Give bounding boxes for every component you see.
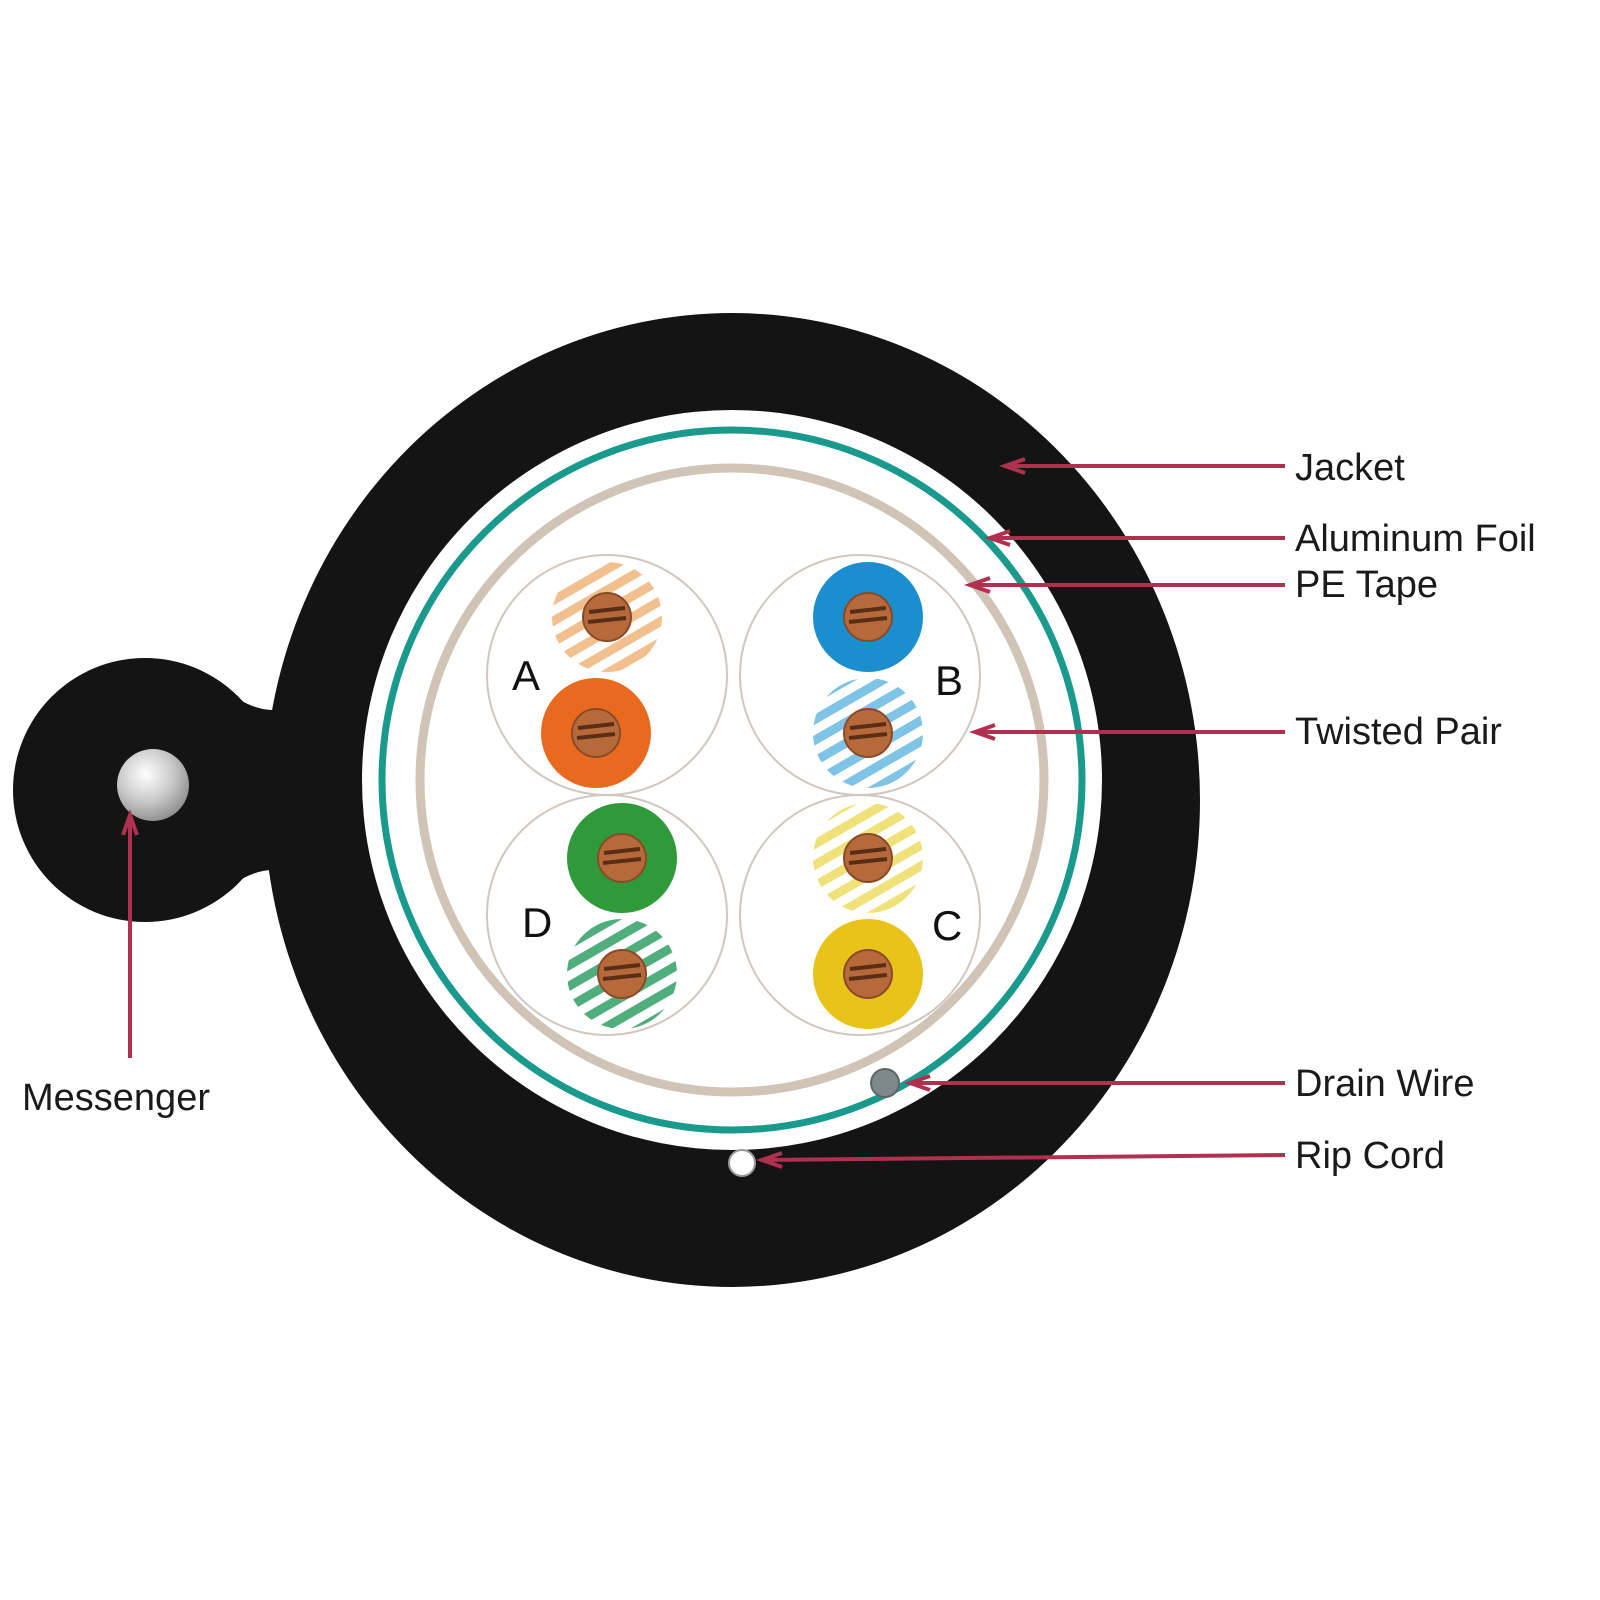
copper-core	[843, 949, 893, 999]
arrow-pe-tape	[963, 576, 991, 594]
pair-outline-d	[486, 794, 728, 1036]
label-drain-wire: Drain Wire	[1295, 1063, 1474, 1105]
arrow-jacket	[998, 457, 1026, 475]
leader-rip-cord	[761, 1153, 1286, 1162]
copper-core	[843, 592, 893, 642]
arrow-messenger	[121, 808, 139, 836]
pair-label-b: B	[935, 657, 963, 704]
pe-tape-layer	[415, 463, 1049, 1097]
leader-lines	[121, 457, 1286, 1169]
aluminum-foil-layer	[378, 426, 1086, 1134]
label-jacket: Jacket	[1295, 447, 1405, 489]
copper-core	[843, 708, 893, 758]
pair-label-c: C	[932, 902, 962, 949]
copper-core	[582, 592, 632, 642]
label-pe-tape: PE Tape	[1295, 564, 1438, 606]
arrow-aluminum-foil	[983, 529, 1011, 547]
arrow-twisted-pair	[968, 723, 996, 741]
label-twisted-pair: Twisted Pair	[1295, 711, 1502, 753]
pair-label-a: A	[512, 652, 540, 699]
copper-cores	[571, 592, 893, 999]
drain-wire	[870, 1068, 900, 1098]
label-messenger: Messenger	[22, 1077, 210, 1119]
arrow-rip-cord	[755, 1151, 783, 1169]
label-rip-cord: Rip Cord	[1295, 1135, 1445, 1177]
copper-core	[597, 833, 647, 883]
cable-core	[362, 410, 1102, 1150]
copper-core	[843, 833, 893, 883]
copper-core	[571, 708, 621, 758]
pair-outline-c	[739, 794, 981, 1036]
rip-cord	[728, 1149, 756, 1177]
arrow-drain-wire	[903, 1074, 931, 1092]
messenger-wire	[117, 749, 189, 821]
label-aluminum-foil: Aluminum Foil	[1295, 518, 1536, 560]
pair-label-d: D	[522, 899, 552, 946]
messenger-assembly	[13, 658, 300, 922]
copper-core	[597, 949, 647, 999]
